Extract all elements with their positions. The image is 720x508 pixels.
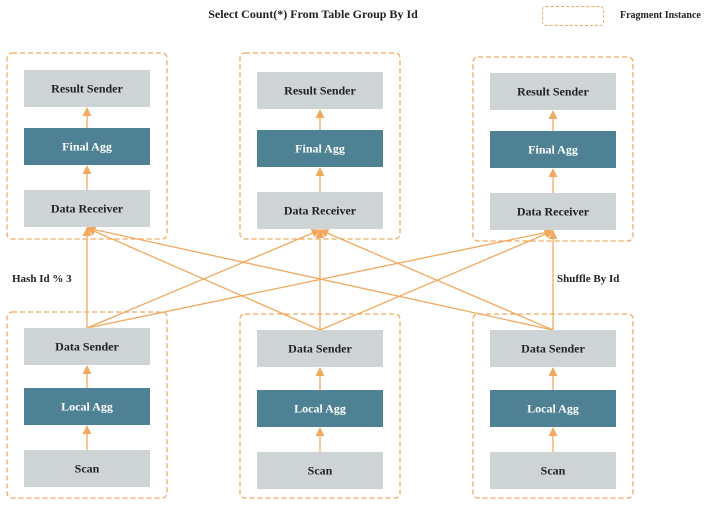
- final-agg-node: [490, 131, 616, 168]
- result-sender-label: Result Sender: [517, 85, 589, 99]
- result-sender-node: [24, 70, 150, 107]
- upper-fragment-frame: [239, 52, 401, 240]
- lower-fragment-frame: [472, 313, 634, 499]
- upper-fragment-frame: [6, 52, 168, 240]
- data-sender-label: Data Sender: [521, 342, 585, 356]
- local-agg-label: Local Agg: [61, 400, 113, 414]
- data-receiver-label: Data Receiver: [284, 204, 357, 218]
- shuffle-arrow: [86, 227, 321, 331]
- data-receiver-node: [257, 192, 383, 229]
- data-receiver-label: Data Receiver: [517, 205, 590, 219]
- result-sender-label: Result Sender: [284, 84, 356, 98]
- data-sender-label: Data Sender: [288, 342, 352, 356]
- local-agg-node: [490, 390, 616, 427]
- legend-swatch: [542, 6, 604, 26]
- scan-node: [490, 452, 616, 489]
- lower-fragment-frame: [6, 311, 168, 499]
- shuffle-arrow: [319, 229, 554, 331]
- diagram-title: Select Count(*) From Table Group By Id: [208, 7, 418, 21]
- final-agg-label: Final Agg: [62, 140, 112, 154]
- scan-label: Scan: [308, 464, 333, 478]
- scan-node: [257, 452, 383, 489]
- upper-fragment-frame: [472, 56, 634, 242]
- final-agg-node: [257, 130, 383, 167]
- local-agg-label: Local Agg: [527, 402, 579, 416]
- result-sender-node: [490, 73, 616, 110]
- result-sender-label: Result Sender: [51, 82, 123, 96]
- scan-node: [24, 450, 150, 487]
- data-receiver-node: [24, 190, 150, 227]
- hash-label: Hash Id % 3: [12, 273, 72, 285]
- scan-label: Scan: [541, 464, 566, 478]
- shuffle-arrow: [86, 225, 554, 331]
- data-sender-node: [257, 330, 383, 367]
- data-sender-label: Data Sender: [55, 340, 119, 354]
- legend-label: Fragment Instance: [620, 10, 701, 21]
- local-agg-node: [24, 388, 150, 425]
- data-sender-node: [490, 330, 616, 367]
- lower-fragment-frame: [239, 313, 401, 499]
- shuffle-label: Shuffle By Id: [557, 273, 620, 285]
- local-agg-label: Local Agg: [294, 402, 346, 416]
- final-agg-label: Final Agg: [295, 142, 345, 156]
- local-agg-node: [257, 390, 383, 427]
- data-receiver-label: Data Receiver: [51, 202, 124, 216]
- final-agg-label: Final Agg: [528, 143, 578, 157]
- shuffle-edges: [82, 225, 558, 331]
- result-sender-node: [257, 72, 383, 109]
- data-receiver-node: [490, 193, 616, 230]
- scan-label: Scan: [75, 462, 100, 476]
- data-sender-node: [24, 328, 150, 365]
- final-agg-node: [24, 128, 150, 165]
